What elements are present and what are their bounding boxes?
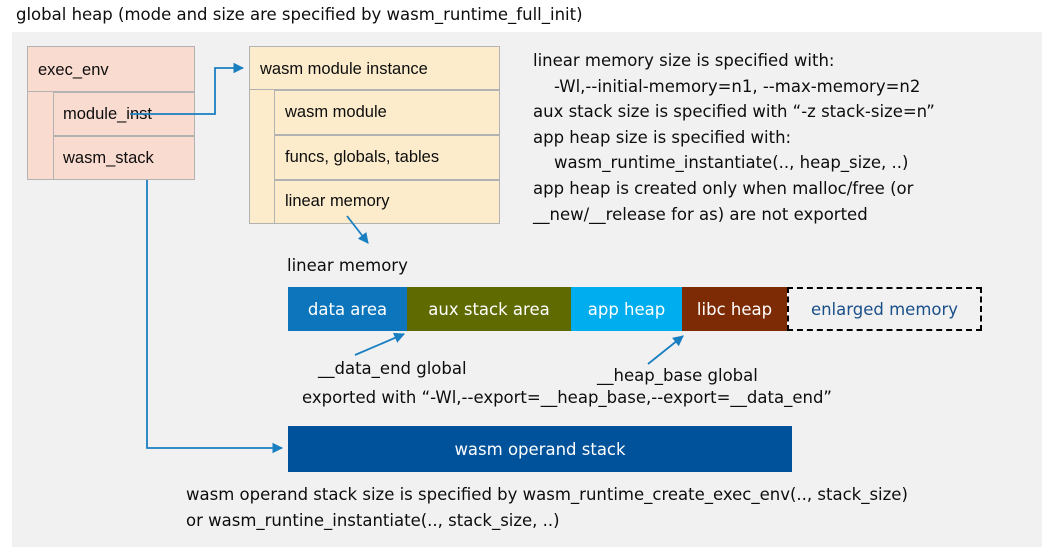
module-instance-field-funcs-globals-tables-label: funcs, globals, tables xyxy=(285,148,440,166)
exec-env-field-wasm-stack xyxy=(53,136,195,180)
module-instance-header-label: wasm module instance xyxy=(260,60,428,78)
module-instance-field-wasm-module-label: wasm module xyxy=(285,103,387,121)
memory-segment: aux stack area xyxy=(407,287,571,331)
exec-env-field-module-inst-label: module_inst xyxy=(63,105,152,123)
module-instance-field-wasm-module xyxy=(274,90,500,135)
operand-stack-note: wasm operand stack size is specified by … xyxy=(186,485,908,530)
module-instance-field-linear-memory-label: linear memory xyxy=(285,192,390,210)
data-end-annotation: __data_end global xyxy=(318,359,467,378)
linear-memory-caption: linear memory xyxy=(287,256,408,275)
linear-memory-notes: linear memory size is specified with: -W… xyxy=(533,51,935,224)
module-instance-field-funcs-globals-tables xyxy=(274,135,500,180)
module-instance-field-linear-memory xyxy=(274,180,500,224)
memory-segment: app heap xyxy=(571,287,682,331)
memory-segment: data area xyxy=(288,287,407,331)
page-title: global heap (mode and size are specified… xyxy=(16,5,583,24)
memory-segment: libc heap xyxy=(682,287,787,331)
exec-env-field-wasm-stack-label: wasm_stack xyxy=(63,149,154,167)
memory-segment: enlarged memory xyxy=(787,287,982,331)
exported-with-annotation: exported with “-Wl,--export=__heap_base,… xyxy=(302,388,832,407)
wasm-operand-stack-bar: wasm operand stack xyxy=(288,426,792,472)
heap-base-annotation: __heap_base global xyxy=(597,366,758,385)
module-instance-header-row xyxy=(249,46,500,90)
exec-env-header-label: exec_env xyxy=(38,61,109,79)
